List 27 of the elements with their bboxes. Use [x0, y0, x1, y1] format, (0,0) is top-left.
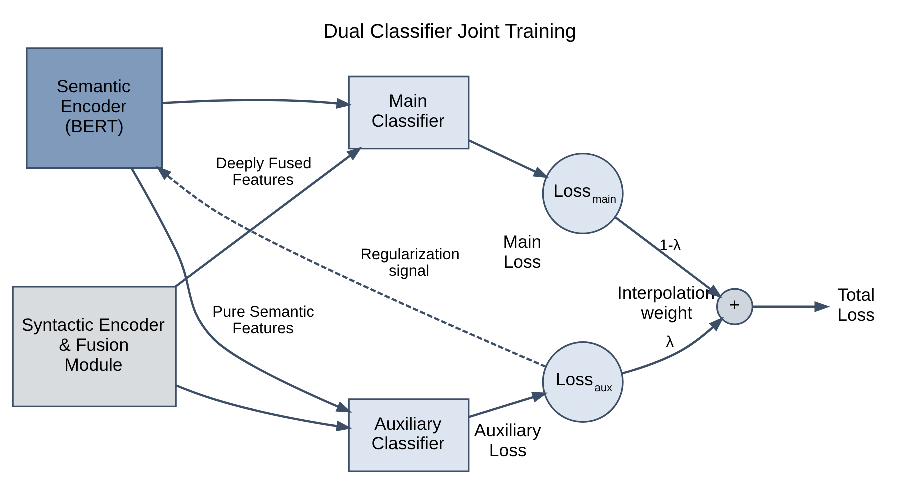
node-box: Syntactic Encoder & Fusion Module: [12, 286, 177, 408]
arrow: [130, 168, 352, 413]
diagram-title: Dual Classifier Joint Training: [324, 20, 576, 43]
node-label: Interpolation weight: [617, 282, 716, 323]
node-circle: +: [716, 288, 754, 326]
arrow: [468, 392, 548, 418]
arrow: [156, 166, 547, 368]
edge-label: Pure Semantic Features: [212, 304, 314, 338]
arrow: [162, 98, 352, 110]
edge-label: Regularization signal: [360, 246, 460, 280]
node-label: Auxiliary Loss: [474, 420, 542, 460]
node-circle: Loss$_{aux}$: [542, 342, 624, 424]
node-label: Main Loss: [503, 232, 542, 272]
arrow: [175, 146, 362, 288]
edge-label: Deeply Fused Features: [216, 155, 312, 190]
arrow: [752, 301, 830, 312]
node-box: Semantic Encoder (BERT): [26, 48, 164, 170]
arrow: [614, 216, 723, 298]
arrow: [622, 317, 724, 375]
node-box: Main Classifier: [348, 76, 470, 150]
edge-label: λ: [666, 334, 674, 352]
node-box: Auxiliary Classifier: [348, 398, 470, 472]
node-circle: Loss$_{main}$: [542, 153, 624, 235]
arrow: [176, 384, 352, 432]
arrow: [468, 140, 550, 178]
edge-label: 1-λ: [660, 238, 682, 255]
node-text: Total Loss: [838, 285, 876, 326]
